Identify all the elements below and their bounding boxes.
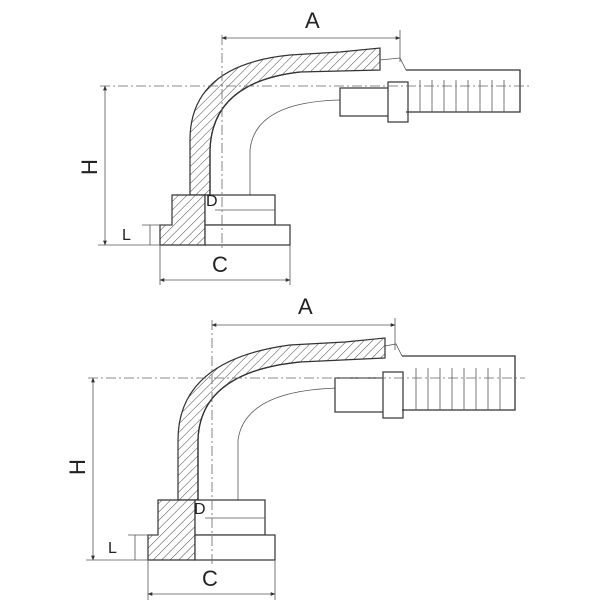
- top-dim-c-label: C: [212, 252, 228, 277]
- top-elbow-bore: [249, 99, 345, 195]
- bottom-hose-tail: [334, 343, 516, 419]
- bottom-dim-l-label: L: [108, 540, 117, 557]
- bottom-fitting: A H L D C: [65, 294, 525, 600]
- bottom-flange: [147, 499, 276, 561]
- top-elbow-wall: [189, 47, 381, 196]
- top-dim-h-label: H: [77, 159, 102, 175]
- top-dim-a-label: A: [305, 8, 320, 33]
- bottom-elbow-wall: [177, 337, 386, 501]
- bottom-elbow-inner: [197, 361, 301, 500]
- bottom-dim-h-label: H: [65, 459, 90, 475]
- bottom-dim-d-label: D: [194, 501, 206, 518]
- bottom-dim-a-label: A: [298, 294, 313, 319]
- bottom-elbow-bore: [237, 387, 341, 500]
- top-elbow-inner: [209, 71, 301, 195]
- top-fitting: A H L D C: [77, 8, 530, 285]
- top-dim-d-label: D: [206, 193, 218, 210]
- bottom-dim-c-label: C: [202, 566, 218, 591]
- top-dim-l-label: L: [122, 227, 131, 244]
- top-flange: [159, 194, 291, 246]
- top-hose-tail: [339, 57, 521, 123]
